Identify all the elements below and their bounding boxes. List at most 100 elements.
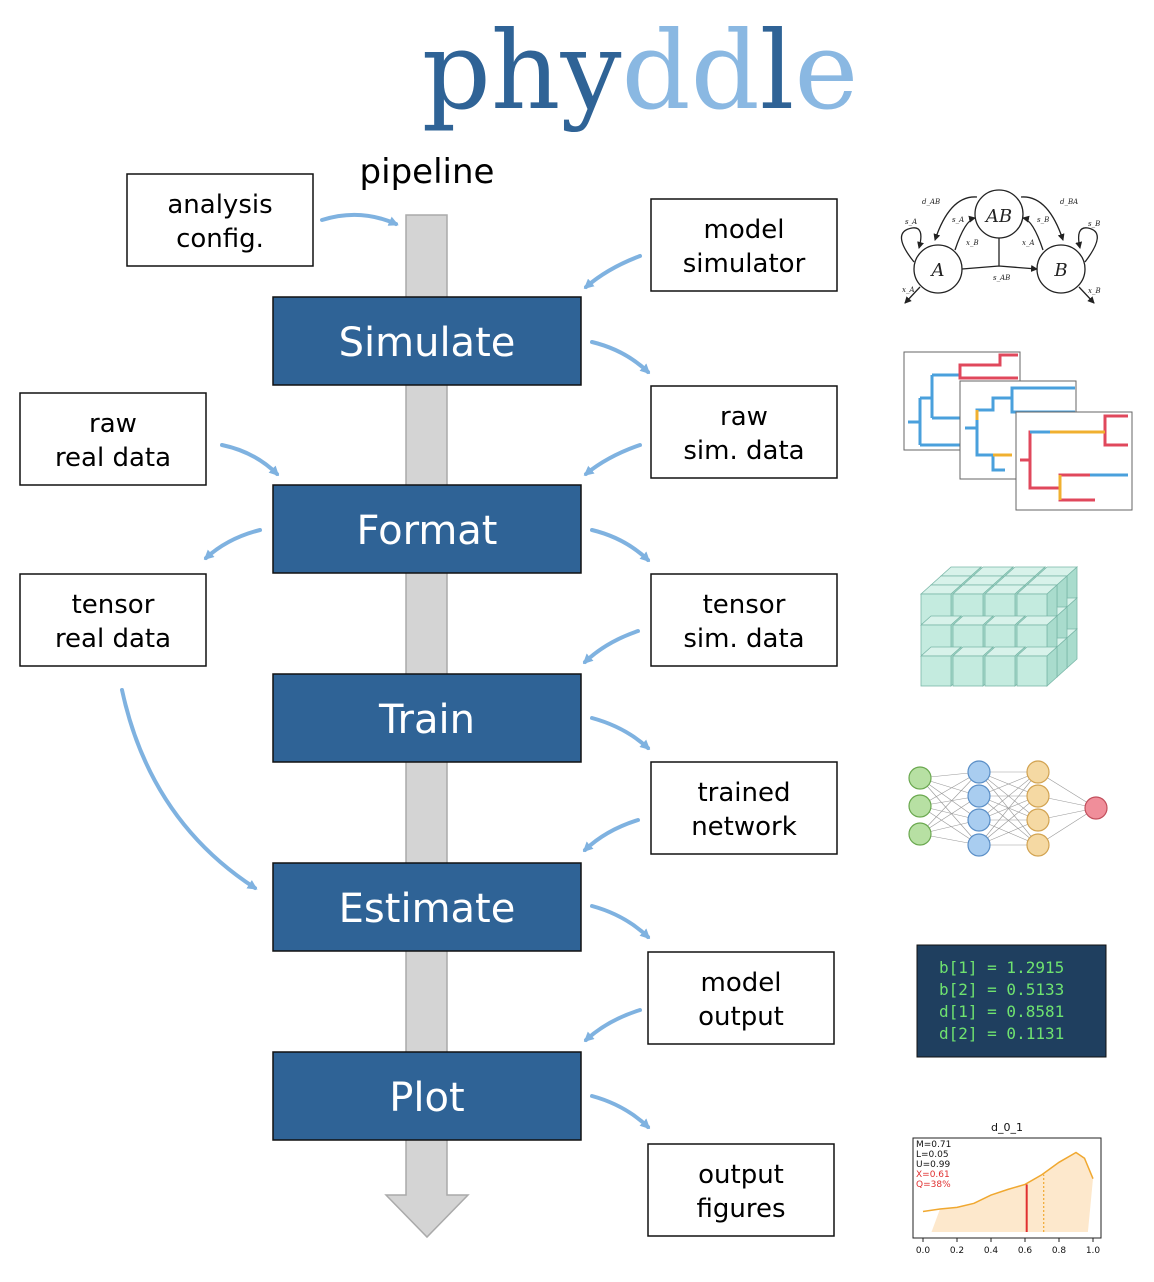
nn-node: [908, 766, 932, 790]
graph-node-label: B: [1053, 260, 1067, 281]
svg-text:output: output: [698, 1160, 784, 1190]
tensor-cell: [1016, 655, 1048, 687]
svg-text:s_AB: s_AB: [993, 274, 1010, 282]
logo-title: phyddle: [422, 9, 858, 134]
tensor-cell: [920, 655, 952, 687]
plot-stat: Q=38%: [916, 1180, 951, 1190]
nn-node: [967, 833, 991, 857]
graph-node-label: A: [930, 260, 945, 281]
svg-text:tensor: tensor: [72, 590, 155, 620]
svg-text:network: network: [691, 812, 797, 842]
svg-text:s_A: s_A: [905, 218, 917, 226]
box-trained-network: trained network: [650, 761, 838, 855]
plot-stat: L=0.05: [916, 1150, 949, 1160]
box-analysis-config: analysis config.: [126, 173, 314, 267]
nn-node: [967, 760, 991, 784]
nn-node: [967, 784, 991, 808]
svg-text:real data: real data: [55, 624, 171, 654]
svg-text:tensor: tensor: [703, 590, 786, 620]
stage-plot[interactable]: Plot: [272, 1051, 582, 1141]
stage-label: Format: [357, 508, 498, 554]
graph-node-label: AB: [984, 206, 1012, 227]
plot-stat: U=0.99: [916, 1160, 950, 1170]
plot-stat: M=0.71: [916, 1140, 951, 1150]
nn-node: [908, 822, 932, 846]
density-fill: [931, 1152, 1093, 1232]
nn-edge: [978, 771, 1039, 821]
tensor-cell: [984, 655, 1016, 687]
nn-edge: [919, 795, 980, 835]
svg-text:s_A: s_A: [952, 216, 964, 224]
box-tensor-real-data: tensor real data: [19, 573, 207, 667]
nn-edge: [919, 771, 980, 835]
estimates-console: b[1] = 1.2915 b[2] = 0.5133 d[1] = 0.858…: [916, 944, 1107, 1058]
svg-text:s_B: s_B: [1037, 216, 1049, 224]
box-model-output: model output: [647, 951, 835, 1045]
x-tick-label: 0.6: [1018, 1246, 1033, 1256]
box-output-figures: output figures: [647, 1143, 835, 1237]
svg-text:output: output: [698, 1002, 784, 1032]
stage-format[interactable]: Format: [272, 484, 582, 574]
svg-text:simulator: simulator: [683, 249, 806, 279]
arrow-output-to-plot: [583, 1008, 642, 1043]
nn-node: [1026, 784, 1050, 808]
arrow-train-to-network: [590, 716, 651, 751]
arrow-estimate-to-output: [590, 904, 651, 940]
arrow-tensorreal-to-estimate: [120, 688, 258, 890]
svg-text:model: model: [701, 968, 782, 998]
network-thumbnail: [908, 760, 1108, 857]
nn-edge: [919, 777, 980, 846]
svg-text:analysis: analysis: [167, 190, 272, 220]
nn-edge: [978, 795, 1039, 846]
arrow-plot-to-figures: [590, 1094, 651, 1130]
stage-label: Simulate: [339, 320, 516, 366]
stage-label: Plot: [389, 1075, 464, 1121]
svg-text:model: model: [704, 215, 785, 245]
trees-thumbnail: [903, 351, 1133, 511]
svg-text:d_AB: d_AB: [922, 198, 940, 206]
svg-text:config.: config.: [176, 224, 264, 254]
arrow-config-to-pipeline: [320, 212, 399, 226]
svg-text:raw: raw: [720, 402, 768, 432]
nn-edge: [919, 777, 980, 821]
svg-text:real data: real data: [55, 443, 171, 473]
box-model-simulator: model simulator: [650, 198, 838, 292]
model-graph-thumbnail: AB A B d_AB d_BA s_A s_B s_A s_B x_B x_A…: [900, 189, 1101, 304]
pipeline-label: pipeline: [360, 152, 495, 192]
stage-train[interactable]: Train: [272, 673, 582, 763]
arrow-simulator-to-simulate: [583, 254, 642, 289]
nn-edge: [978, 771, 1039, 846]
flow-arrows: [120, 212, 651, 1130]
plot-stat: X=0.61: [916, 1170, 950, 1180]
estimate-line: b[2] = 0.5133: [939, 980, 1064, 999]
stage-label: Train: [378, 697, 475, 743]
x-tick-label: 0.2: [950, 1246, 964, 1256]
svg-text:x_A: x_A: [1022, 239, 1035, 247]
box-raw-real-data: raw real data: [19, 392, 207, 486]
svg-text:x_A: x_A: [902, 286, 915, 294]
stage-label: Estimate: [339, 886, 516, 932]
nn-edge: [919, 805, 980, 846]
tensor-cell: [952, 655, 984, 687]
estimate-line: d[1] = 0.8581: [939, 1002, 1064, 1021]
arrow-rawreal-to-format: [220, 443, 280, 477]
nn-node: [1026, 833, 1050, 857]
estimate-line: b[1] = 1.2915: [939, 958, 1064, 977]
nn-node: [1026, 760, 1050, 784]
arrow-network-to-estimate: [582, 818, 640, 853]
estimate-line: d[2] = 0.1131: [939, 1024, 1064, 1043]
arrow-rawsim-to-format: [583, 443, 642, 476]
svg-text:s_B: s_B: [1088, 220, 1100, 228]
stage-simulate[interactable]: Simulate: [272, 296, 582, 386]
svg-text:figures: figures: [696, 1194, 785, 1224]
box-tensor-sim-data: tensor sim. data: [650, 573, 838, 667]
nn-node: [967, 808, 991, 832]
svg-text:x_B: x_B: [966, 239, 979, 247]
svg-text:raw: raw: [89, 409, 137, 439]
stage-estimate[interactable]: Estimate: [272, 862, 582, 952]
svg-text:d_BA: d_BA: [1060, 198, 1078, 206]
arrow-simulate-to-rawsim: [590, 340, 651, 375]
x-tick-label: 0.8: [1052, 1246, 1067, 1256]
x-tick-label: 1.0: [1086, 1246, 1101, 1256]
